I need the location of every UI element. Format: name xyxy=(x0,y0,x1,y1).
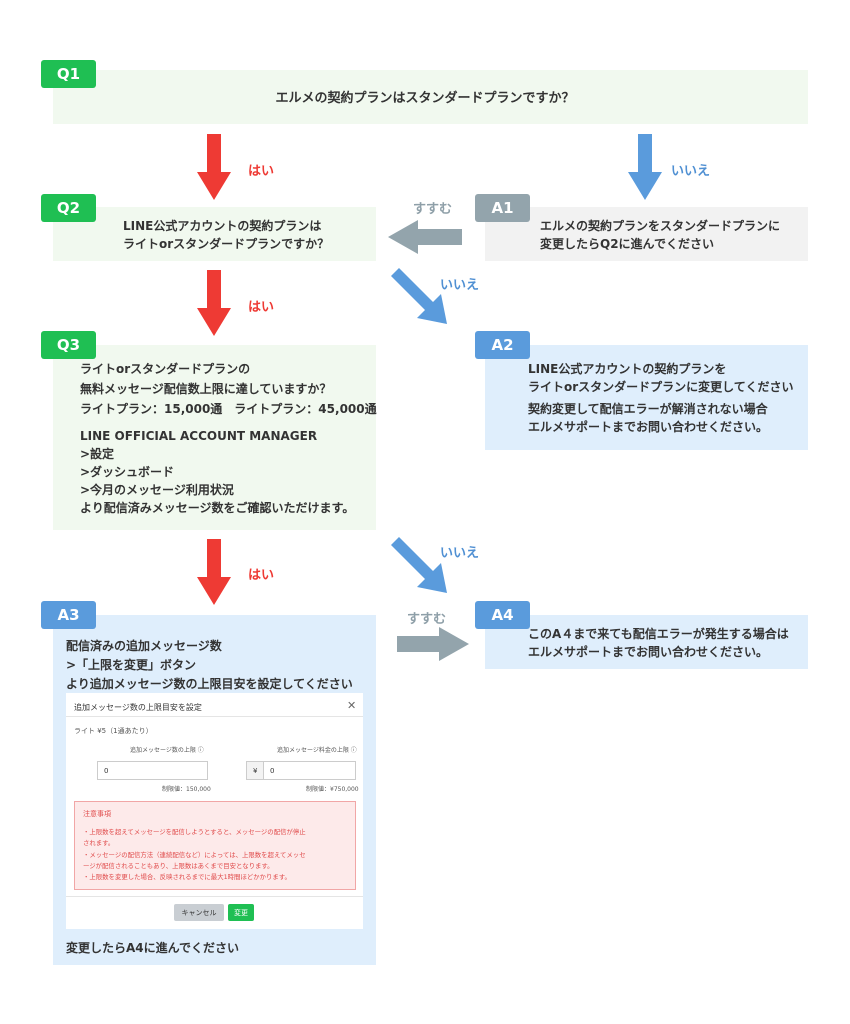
arrow-no-1 xyxy=(628,134,662,200)
label-proceed-1: すすむ xyxy=(413,202,453,217)
fee-input[interactable]: 0 xyxy=(263,761,356,780)
q3-line-5: >設定 xyxy=(80,447,115,461)
q2-line-2: ライトorスタンダードプランですか？ xyxy=(123,237,330,251)
close-icon[interactable]: ✕ xyxy=(347,699,357,712)
a2-line-4: エルメサポートまでお問い合わせください。 xyxy=(528,420,769,434)
q3-line-7: >今月のメッセージ利用状況 xyxy=(80,483,234,497)
q3-line-1: ライトorスタンダードプランの xyxy=(80,362,251,376)
arrow-proceed-2 xyxy=(397,627,469,661)
notice-line-5: ・上限数を変更した場合、反映されるまでに最大1時間ほどかかります。 xyxy=(83,873,291,881)
dialog-plan: ライト ¥5（1通あたり） xyxy=(74,727,153,735)
notice-line-4: ージが配信されることもあり、上限数はあくまで目安となります。 xyxy=(83,862,274,870)
q3-line-6: >ダッシュボード xyxy=(80,465,175,479)
dialog-limit-label: 追加メッセージ数の上限 ⓘ xyxy=(130,747,204,754)
dialog-fee-label: 追加メッセージ料金の上限 ⓘ xyxy=(277,747,357,754)
limit-input[interactable]: 0 xyxy=(97,761,208,780)
notice-line-1: ・上限数を超えてメッセージを配信しようとすると、メッセージの配信が停止 xyxy=(83,828,306,836)
label-no-2: いいえ xyxy=(440,278,480,293)
a2-line-1: LINE公式アカウントの契約プランを xyxy=(528,362,727,376)
q3-line-4: LINE OFFICIAL ACCOUNT MANAGER xyxy=(80,429,318,443)
arrow-yes-1 xyxy=(197,134,231,200)
label-proceed-2: すすむ xyxy=(407,612,447,627)
a1-line-2: 変更したらQ2に進んでください xyxy=(540,237,714,251)
limit-max: 制限値：150,000 xyxy=(162,786,211,793)
a4-line-1: このA４まで来ても配信エラーが発生する場合は xyxy=(528,627,789,641)
a1-line-1: エルメの契約プランをスタンダードプランに xyxy=(540,219,781,233)
q3-line-2: 無料メッセージ配信数上限に達していますか？ xyxy=(80,382,332,396)
a3-tag: A3 xyxy=(41,601,96,629)
arrow-no-2 xyxy=(391,268,447,324)
a3-line-2: >「上限を変更」ボタン xyxy=(66,658,197,672)
a1-box xyxy=(485,207,808,261)
q2-tag: Q2 xyxy=(41,194,96,222)
a3-footer: 変更したらA4に進んでください xyxy=(66,941,240,955)
a4-tag: A4 xyxy=(475,601,530,629)
q2-box xyxy=(53,207,376,261)
notice-line-2: されます。 xyxy=(83,839,115,847)
a2-line-2: ライトorスタンダードプランに変更してください xyxy=(528,380,794,394)
a2-box xyxy=(485,345,808,450)
dialog-footer-divider xyxy=(66,896,363,897)
q3-box xyxy=(53,345,376,530)
q1-tag: Q1 xyxy=(41,60,96,88)
dialog-title: 追加メッセージ数の上限目安を設定 xyxy=(74,703,202,712)
label-yes-3: はい xyxy=(248,568,275,583)
notice-box xyxy=(74,801,356,890)
a4-line-2: エルメサポートまでお問い合わせください。 xyxy=(528,645,769,659)
q3-line-8: より配信済みメッセージ数をご確認いただけます。 xyxy=(80,501,355,515)
arrow-no-3 xyxy=(391,537,447,593)
label-yes-2: はい xyxy=(248,300,275,315)
q3-line-3: ライトプラン：15,000通 ライトプラン：45,000通 xyxy=(80,402,377,416)
q1-box xyxy=(53,70,808,124)
dialog-header-divider xyxy=(66,716,363,717)
limit-dialog: 追加メッセージ数の上限目安を設定 ✕ ライト ¥5（1通あたり） 追加メッセージ… xyxy=(66,693,363,929)
a3-line-3: より追加メッセージ数の上限目安を設定してください xyxy=(66,677,353,691)
change-button[interactable]: 変更 xyxy=(228,904,254,921)
notice-title: 注意事項 xyxy=(83,810,111,818)
notice-line-3: ・メッセージの配信方法（連続配信など）によっては、上限数を超えてメッセ xyxy=(83,851,306,859)
a2-line-3: 契約変更して配信エラーが解消されない場合 xyxy=(528,402,768,416)
q3-tag: Q3 xyxy=(41,331,96,359)
arrow-proceed-1 xyxy=(388,220,462,254)
label-no-1: いいえ xyxy=(671,164,711,179)
label-yes-1: はい xyxy=(248,164,275,179)
a1-tag: A1 xyxy=(475,194,530,222)
label-no-3: いいえ xyxy=(440,546,480,561)
currency-addon: ¥ xyxy=(246,761,264,780)
q1-question: エルメの契約プランはスタンダードプランですか？ xyxy=(275,91,575,106)
arrow-yes-3 xyxy=(197,539,231,605)
cancel-button[interactable]: キャンセル xyxy=(174,904,224,921)
a2-tag: A2 xyxy=(475,331,530,359)
a3-line-1: 配信済みの追加メッセージ数 xyxy=(66,639,222,653)
arrow-yes-2 xyxy=(197,270,231,336)
q2-line-1: LINE公式アカウントの契約プランは xyxy=(123,219,322,233)
fee-max: 制限値：¥750,000 xyxy=(306,786,359,793)
a4-box xyxy=(485,615,808,669)
